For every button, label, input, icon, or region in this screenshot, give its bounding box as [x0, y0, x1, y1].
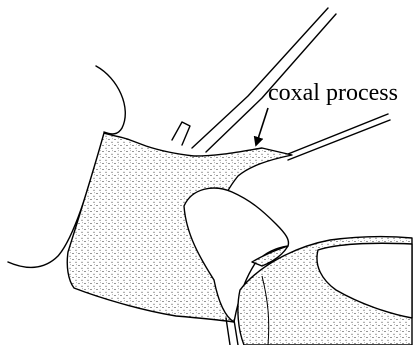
curved-hook [96, 66, 125, 134]
label-arrow [257, 108, 268, 142]
process-extension-line [288, 114, 388, 154]
process-extension-line-lower [288, 120, 390, 160]
coxal-process-label: coxal process [268, 80, 398, 106]
small-stub [172, 122, 190, 145]
upper-rod-left-edge [192, 8, 328, 148]
